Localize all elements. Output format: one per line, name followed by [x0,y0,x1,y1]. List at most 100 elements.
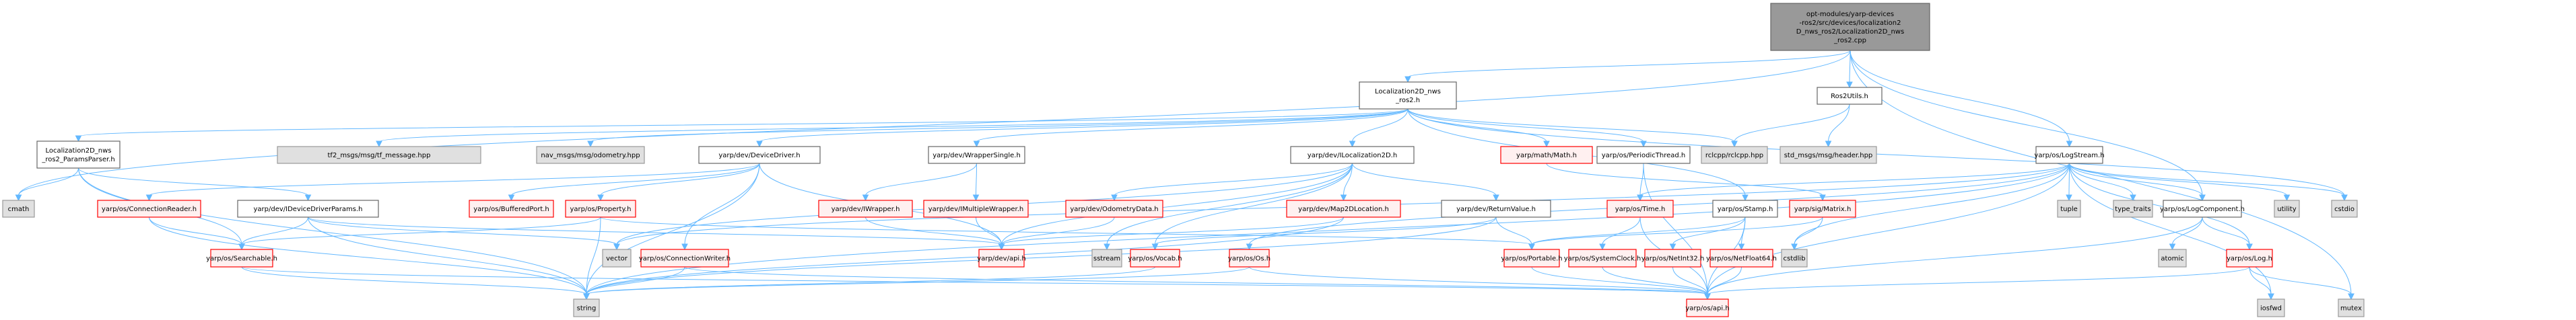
arrowhead-icon [587,141,594,148]
edge-line [2202,216,2250,245]
edge-logstream-to-string [583,163,2070,301]
edge-netfloat64-to-osapi [1704,266,1742,301]
node-label: yarp/os/LogComponent.h [2160,206,2245,213]
arrowhead-icon [1637,194,1643,202]
node-box [573,298,600,317]
edge-line [1828,104,1850,143]
edge-idevparams-to-vector [308,216,620,251]
node-time[interactable]: yarp/os/Time.h [1606,200,1674,218]
arrowhead-icon [75,135,82,143]
node-logcomponent[interactable]: yarp/os/LogComponent.h [2160,200,2245,218]
node-label: yarp/dev/IMultipleWrapper.h [928,206,1024,213]
node-devicedriver[interactable]: yarp/dev/DeviceDriver.h [698,146,821,164]
arrowhead-icon [2283,194,2291,202]
node-netint32[interactable]: yarp/os/NetInt32.h [1641,249,1705,268]
edge-line [865,216,1002,245]
edge-line [1707,266,2250,295]
node-label: yarp/os/ConnectionWriter.h [639,255,731,263]
node-box [2,200,35,218]
node-params[interactable]: Localization2D_nws_ros2_ParamsParser.h [36,141,121,169]
node-label: mutex [2340,305,2362,313]
edge-devicedriver-to-connreader [145,163,760,202]
node-matrix[interactable]: yarp/sig/Matrix.h [1789,200,1856,218]
arrowhead-icon [1349,141,1356,148]
node-label: rclcpp/rclcpp.hpp [1705,152,1763,159]
node-os[interactable]: yarp/os/Os.h [1228,249,1270,268]
node-label: cstdio [2334,206,2354,213]
arrowhead-icon [756,141,763,148]
node-ros2utils[interactable]: Ros2Utils.h [1817,87,1883,105]
node-box [1701,146,1768,164]
edge-ros2utils-to-rclcpp [1731,104,1850,148]
node-bufferedport[interactable]: yarp/os/BufferedPort.h [469,200,554,218]
node-box [1712,200,1778,218]
node-string: string [573,298,600,317]
node-label: yarp/os/BufferedPort.h [473,206,549,213]
node-label: cstdlib [1784,255,1806,263]
node-stamp[interactable]: yarp/os/Stamp.h [1712,200,1778,218]
edge-line [308,216,1002,245]
node-searchable[interactable]: yarp/os/Searchable.h [206,249,277,268]
edge-line [2068,163,2070,196]
edge-line [2069,163,2250,245]
node-iwrapper[interactable]: yarp/dev/IWrapper.h [818,200,913,218]
node-math[interactable]: yarp/math/Math.h [1500,146,1593,164]
arrowhead-icon [2066,141,2073,148]
node-box [1686,298,1729,317]
node-wrappersingle[interactable]: yarp/dev/WrapperSingle.h [928,146,1025,164]
node-idevparams[interactable]: yarp/dev/IDeviceDriverParams.h [237,200,379,218]
edge-line [241,216,601,245]
node-devapi[interactable]: yarp/dev/api.h [977,249,1026,268]
node-periodic[interactable]: yarp/os/PeriodicThread.h [1596,146,1691,164]
node-box [2163,200,2242,218]
arrowhead-icon [238,243,245,251]
edge-line [1531,216,1823,245]
node-sstream: sstream [1091,249,1122,268]
node-map2dloc[interactable]: yarp/dev/Map2DLocation.h [1286,200,1401,218]
node-imultiwrapper[interactable]: yarp/dev/IMultipleWrapper.h [923,200,1029,218]
arrowhead-icon [304,194,312,202]
edge-line [1850,50,2203,196]
node-vocab[interactable]: yarp/os/Vocab.h [1128,249,1182,268]
node-connreader[interactable]: yarp/os/ConnectionReader.h [97,200,201,218]
arrowhead-icon [1704,293,1711,301]
node-property[interactable]: yarp/os/Property.h [565,200,636,218]
node-box [2257,298,2285,317]
arrowhead-icon [2130,194,2136,202]
node-label: yarp/os/Stamp.h [1718,206,1773,213]
node-connwriter[interactable]: yarp/os/ConnectionWriter.h [639,249,731,268]
node-portable[interactable]: yarp/os/Portable.h [1501,249,1563,268]
node-logstream[interactable]: yarp/os/LogStream.h [2034,146,2105,164]
node-root[interactable]: opt-modules/yarp-devices-ros2/src/device… [1770,3,1930,51]
node-systemclock[interactable]: yarp/os/SystemClock.h [1564,249,1641,268]
node-loc_h[interactable]: Localization2D_nws_ros2.h [1359,81,1457,110]
node-label: yarp/os/Log.h [2227,255,2272,263]
edge-math-to-matrix [1546,163,1826,202]
arrowhead-icon [1111,194,1118,202]
node-odometry[interactable]: yarp/dev/OdometryData.h [1065,200,1163,218]
edge-line [586,266,1250,295]
node-navmsgs: nav_msgs/msg/odometry.hpp [536,146,645,164]
edge-stamp-to-portable [1528,216,1746,251]
edge-line [684,266,1708,295]
arrowhead-icon [1528,243,1535,251]
node-log[interactable]: yarp/os/Log.h [2226,249,2273,268]
nodes-layer: opt-modules/yarp-devices-ros2/src/device… [2,3,2365,317]
edge-line [1794,216,1823,245]
node-box [97,200,201,218]
edge-line [2069,163,2272,295]
node-iloc2d[interactable]: yarp/dev/ILocalization2D.h [1290,146,1415,164]
edge-line [2172,216,2203,245]
arrowhead-icon [1246,243,1253,251]
node-netfloat64[interactable]: yarp/os/NetFloat64.h [1706,249,1777,268]
node-label: yarp/sig/Matrix.h [1794,206,1852,213]
node-returnvalue[interactable]: yarp/dev/ReturnValue.h [1441,200,1551,218]
node-box [1286,200,1401,218]
arrowhead-icon [1669,243,1676,251]
node-osapi[interactable]: yarp/os/api.h [1685,298,1730,317]
edge-line [600,163,760,196]
node-box [2113,200,2153,218]
node-label: yarp/dev/WrapperSingle.h [933,152,1021,159]
edge-map2dloc-to-devapi [998,216,1344,251]
